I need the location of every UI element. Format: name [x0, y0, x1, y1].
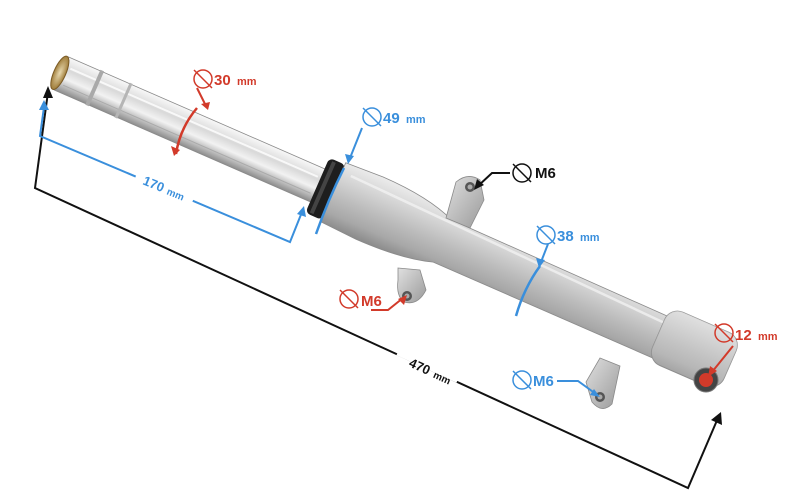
- left-bolt-size: M6: [361, 293, 382, 310]
- diameter-symbol-icon: [512, 370, 532, 390]
- slider-diameter-value: 49: [383, 110, 400, 127]
- left-mount-tab: [397, 267, 427, 304]
- axle-diameter-value: 12: [735, 327, 752, 344]
- tube-diameter-unit: mm: [237, 76, 257, 88]
- lower-diameter-unit: mm: [580, 232, 600, 244]
- fork-leg: [50, 55, 738, 388]
- total-length-dimension: [33, 86, 722, 490]
- upper-bolt-size: M6: [535, 165, 556, 182]
- diameter-symbol-icon: [714, 323, 734, 343]
- upper-bolt-callout: M6: [474, 163, 556, 190]
- axle-diameter-unit: mm: [758, 331, 778, 343]
- bottom-bolt-size: M6: [533, 373, 554, 390]
- top-cap: [50, 55, 70, 90]
- diameter-symbol-icon: [339, 289, 359, 309]
- lower-diameter-callout: 38 mm: [514, 225, 600, 317]
- axle-diameter-callout: 12 mm: [708, 323, 778, 377]
- slider-diameter-unit: mm: [406, 114, 426, 126]
- bottom-bolt-callout: M6: [512, 370, 600, 397]
- diameter-symbol-icon: [362, 107, 382, 127]
- lower-diameter-value: 38: [557, 228, 574, 245]
- left-bolt-callout: M6: [339, 289, 407, 311]
- slider-diameter-callout: 49 mm: [314, 107, 426, 235]
- bottom-mount-tab: [585, 357, 621, 409]
- diameter-symbol-icon: [193, 69, 213, 89]
- tube-diameter-value: 30: [214, 72, 231, 89]
- diameter-symbol-icon: [512, 163, 532, 183]
- tube-diameter-callout: 30 mm: [171, 69, 257, 156]
- diameter-symbol-icon: [536, 225, 556, 245]
